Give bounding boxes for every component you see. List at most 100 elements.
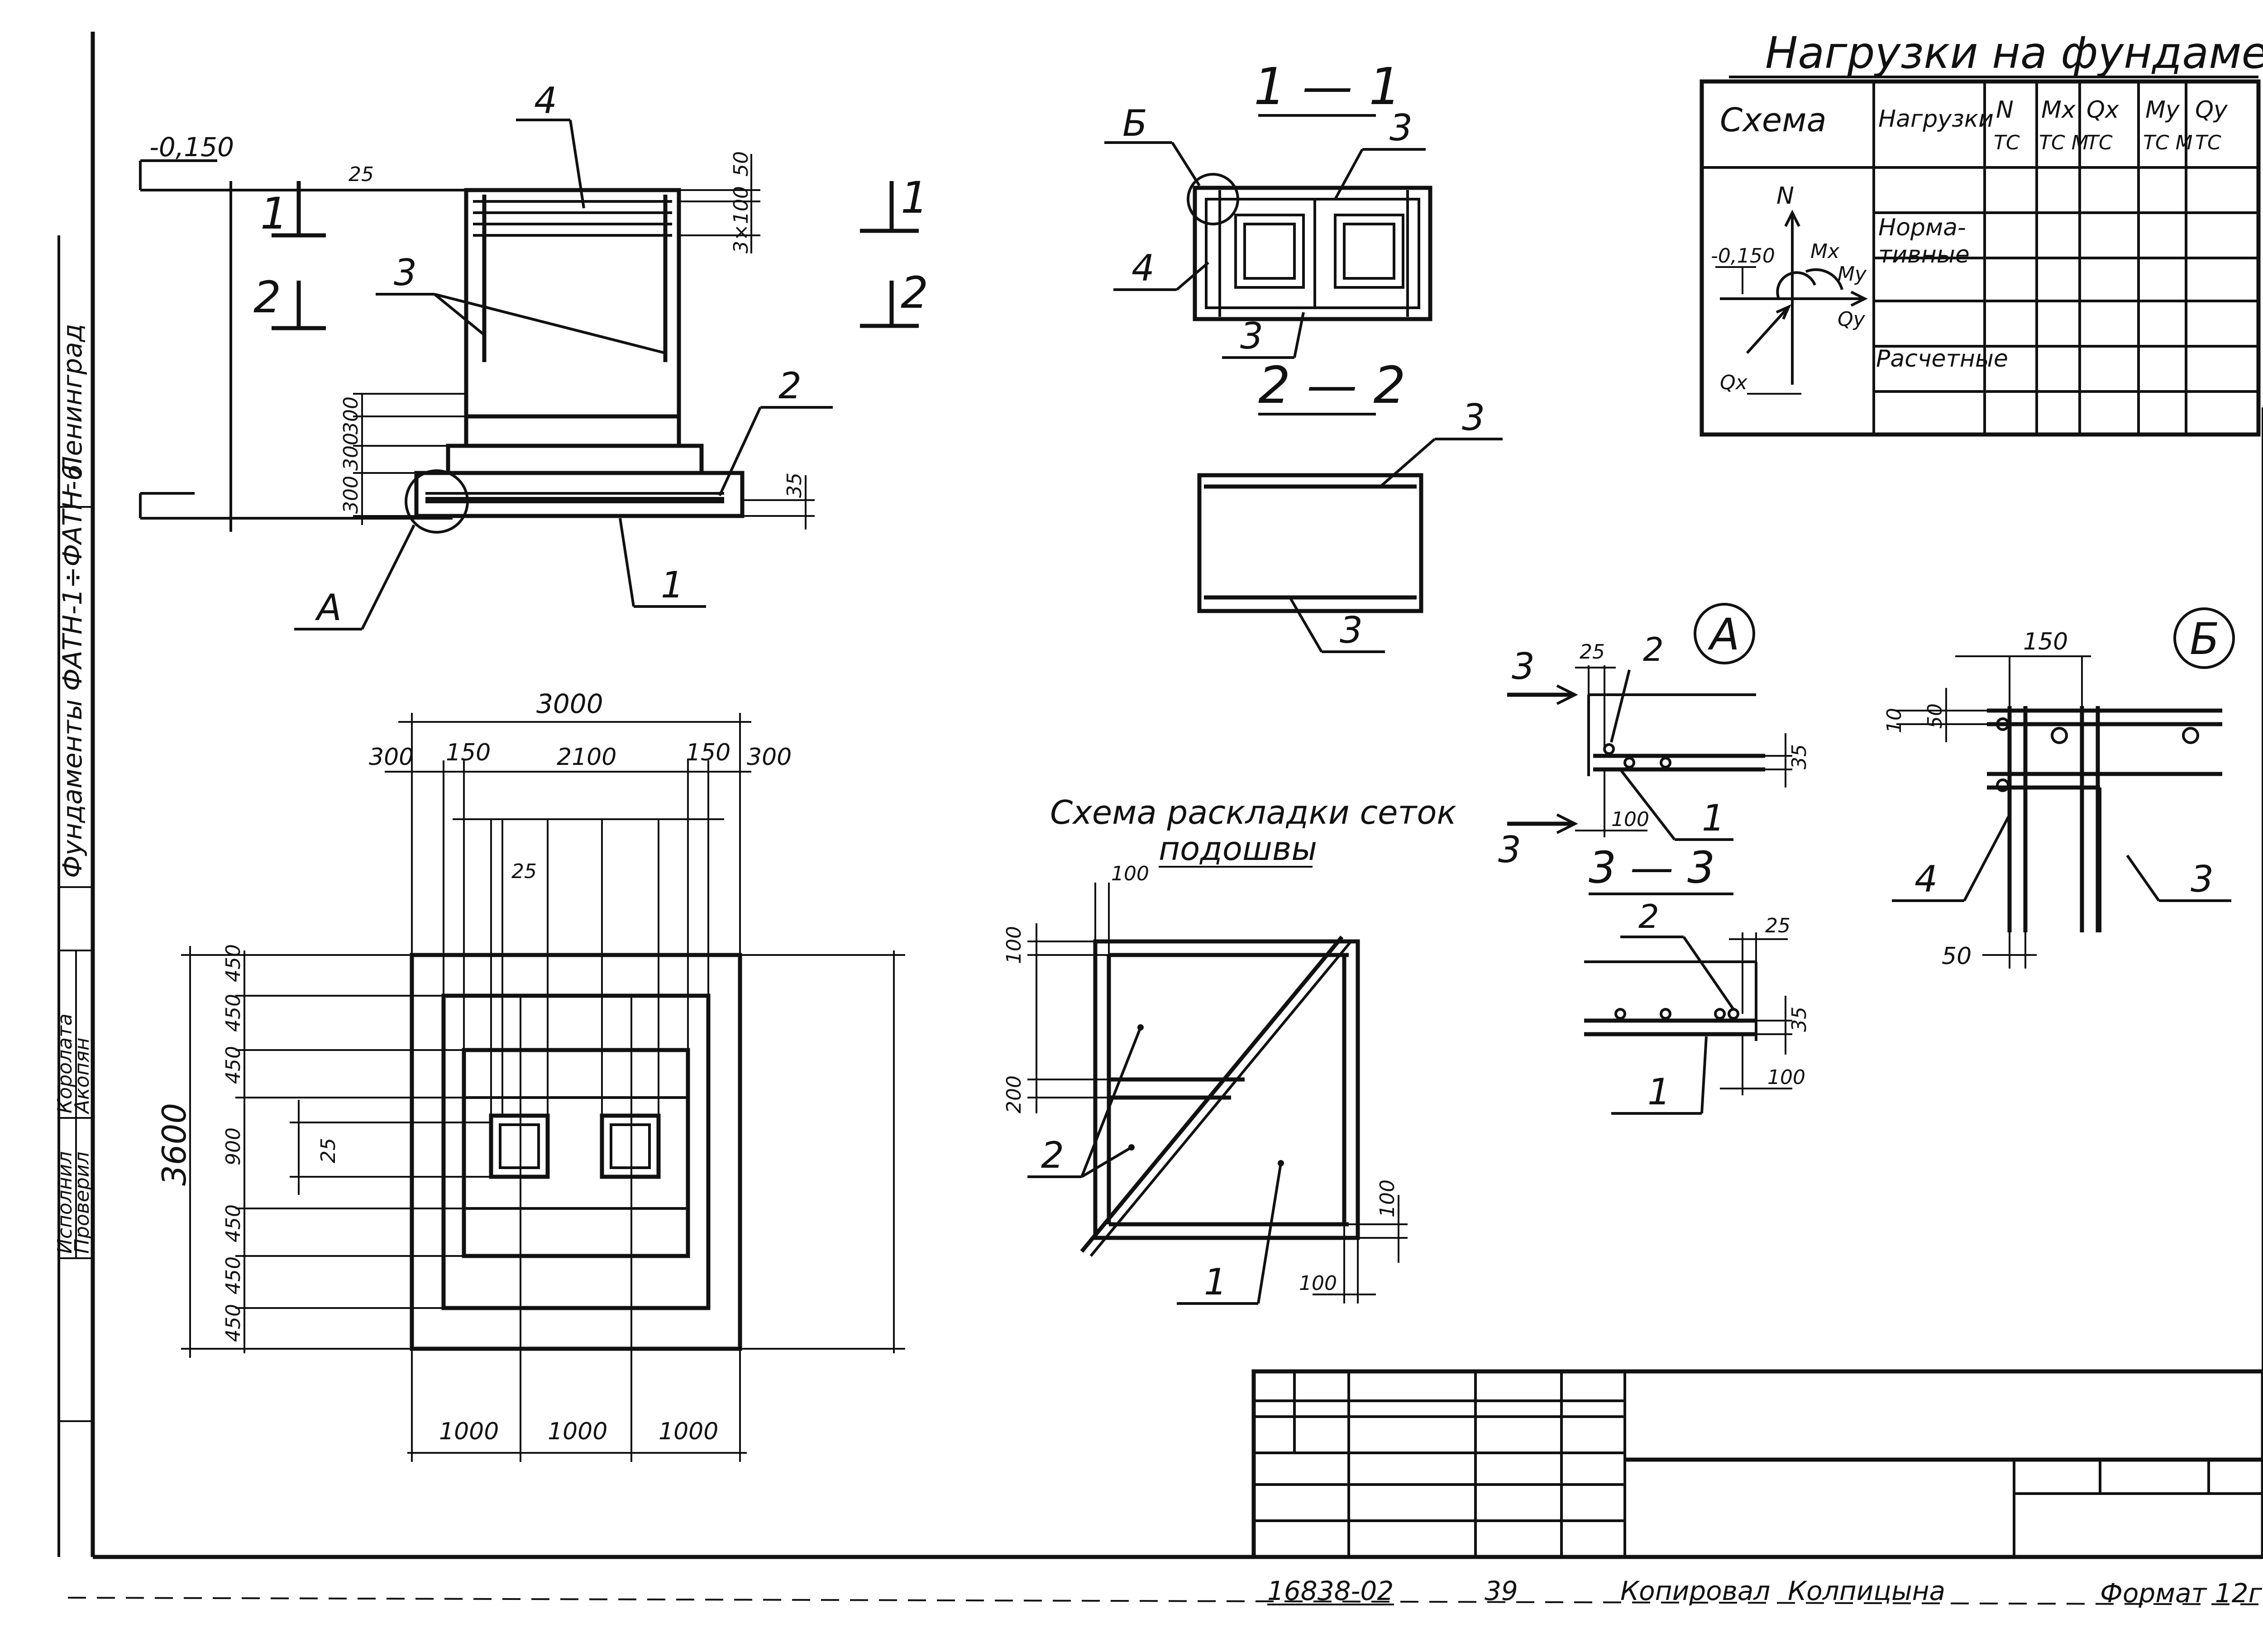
scheme-N: N	[1776, 182, 1794, 210]
label-pos-4: 4	[534, 80, 557, 122]
plan-bottom-dim-2: 1000	[659, 1418, 718, 1445]
detail-b-dim50b: 50	[1942, 943, 1972, 970]
section-1-1-label-B: Б	[1122, 102, 1147, 144]
col-name-1: Mx	[2041, 96, 2076, 124]
plan-left-dim-2: 450	[222, 1046, 245, 1084]
footer-copied-label: Копировал	[1620, 1576, 1770, 1606]
plan-view: 3000 300 150 2100 150 300 25	[155, 688, 905, 1462]
scheme-level: -0,150	[1711, 244, 1775, 267]
section-1-1-label-3a: 3	[1389, 107, 1413, 149]
loads-table: Нагрузки на фундамент Схема Нагрузки N Т…	[1700, 28, 2263, 437]
detail-b: Б 150 10 50 50 4 3	[1883, 607, 2235, 970]
dim-h300a: 300	[339, 396, 363, 434]
section-view: -0,150 300 300 300	[139, 80, 928, 630]
detail-b-dim10: 10	[1883, 708, 1906, 733]
plan-top-dim-0: 300	[369, 744, 414, 771]
section-1-1-title: 1 — 1	[1254, 57, 1401, 116]
mesh-scheme: Схема раскладки сеток подошвы 100 100 20…	[1003, 793, 1456, 1305]
label-pos-2: 2	[778, 365, 802, 407]
plan-dim25b: 25	[317, 1138, 340, 1163]
footer-format: Формат 12г	[2100, 1578, 2263, 1609]
plan-left-dim-3: 900	[222, 1127, 245, 1165]
detail-b-dim50a: 50	[1924, 703, 1947, 729]
detail-b-label-4: 4	[1914, 858, 1938, 900]
detail-a-dim35: 35	[1788, 744, 1811, 769]
mesh-title-2: подошвы	[1159, 830, 1317, 868]
detail-a-label-2: 2	[1643, 630, 1664, 668]
stamp-executor-name: Королата	[53, 1013, 76, 1113]
plan-left-dim-0: 450	[222, 944, 245, 982]
mesh-dim-left200: 200	[1003, 1075, 1026, 1113]
section-3-3-label-2: 2	[1638, 898, 1659, 936]
footer-code: 16838-02	[1267, 1576, 1394, 1606]
stamp-checker-name: Акопян	[71, 1037, 94, 1115]
scheme-Mx: Mx	[1810, 240, 1840, 263]
plan-total-height: 3600	[155, 1103, 193, 1186]
mesh-dim-left100: 100	[1003, 926, 1026, 964]
label-pos-3: 3	[394, 252, 417, 294]
cut-mark-2-left: 2	[253, 272, 281, 323]
detail-b-title: Б	[2190, 614, 2220, 664]
plan-bottom-dim-0: 1000	[439, 1418, 499, 1445]
col-name-4: Qy	[2195, 96, 2228, 124]
mesh-dim-top100: 100	[1111, 862, 1149, 885]
section-1-1: 1 — 1 Б 3 4 3	[1104, 57, 1432, 359]
col-unit-0: ТС	[1994, 131, 2020, 154]
col-unit-4: ТС	[2195, 131, 2221, 154]
scheme-Qx: Qx	[1720, 371, 1748, 394]
mesh-dim-bot100: 100	[1299, 1272, 1337, 1295]
section-2-2-title: 2 — 2	[1258, 356, 1406, 415]
label-pos-1: 1	[661, 564, 684, 606]
plan-top-dim-4: 300	[747, 744, 792, 771]
row-design: Расчетные	[1876, 345, 2008, 372]
plan-dim25a: 25	[511, 860, 537, 883]
plan-left-dim-1: 450	[222, 994, 245, 1032]
scheme-Qy: Qy	[1838, 308, 1866, 331]
section-1-1-label-3b: 3	[1240, 315, 1263, 357]
stamp-checker-role: Проверил	[71, 1151, 94, 1254]
mesh-label-2: 2	[1041, 1134, 1064, 1176]
detail-b-dim150: 150	[2023, 628, 2068, 655]
section-3-3-title: 3 — 3	[1589, 842, 1715, 893]
plan-left-dim-4: 450	[222, 1204, 245, 1242]
mesh-label-1: 1	[1204, 1261, 1227, 1303]
detail-a-title: А	[1707, 609, 1740, 660]
level-label: -0,150	[149, 132, 234, 162]
left-stamp: г Ленинград Фундаменты ФАТН-1÷ФАТН-6 Исп…	[53, 235, 94, 1557]
detail-a-label-1: 1	[1702, 797, 1725, 839]
stamp-city: г Ленинград	[57, 324, 88, 498]
footer: 16838-02 39 Копировал Колпицына Формат 1…	[1267, 1576, 2263, 1609]
col-loads: Нагрузки	[1878, 105, 1994, 133]
stamp-executor-role: Исполнил	[53, 1151, 76, 1254]
detail-a-cut3a: 3	[1512, 645, 1535, 688]
dim-top25: 25	[349, 163, 374, 186]
section-2-2-label-3b: 3	[1340, 609, 1363, 651]
plan-top-dim-1: 150	[446, 739, 491, 766]
plan-left-dim-5: 450	[222, 1256, 245, 1294]
title-block	[1251, 1369, 2263, 1559]
section-3-3-dim35: 35	[1788, 1007, 1811, 1032]
col-scheme: Схема	[1720, 101, 1827, 139]
plan-total-width: 3000	[536, 688, 603, 719]
loads-table-title: Нагрузки на фундамент	[1765, 28, 2263, 78]
mesh-title-1: Схема раскладки сеток	[1050, 793, 1456, 831]
dim-bars: 3×100	[730, 186, 753, 253]
section-1-1-label-4: 4	[1132, 247, 1155, 289]
dim-top50: 50	[730, 151, 753, 177]
detail-a: А 3 3 25 35 100 2 1	[1498, 603, 1811, 871]
cut-mark-2-right: 2	[901, 267, 928, 318]
col-unit-2: ТС	[2086, 131, 2113, 154]
cut-mark-1-left: 1	[260, 188, 288, 239]
plan-bottom-dim-1: 1000	[548, 1418, 607, 1445]
dim-h300b: 300	[339, 433, 363, 471]
detail-b-label-3: 3	[2191, 858, 2214, 900]
section-3-3-dim25: 25	[1765, 914, 1790, 937]
col-name-0: N	[1996, 96, 2014, 124]
scheme-My: My	[1838, 263, 1867, 286]
col-unit-3: ТС М	[2143, 131, 2193, 154]
footer-copier: Колпицына	[1788, 1576, 1945, 1606]
plan-top-dim-2: 2100	[557, 744, 616, 771]
section-2-2: 2 — 2 3 3	[1197, 356, 1503, 653]
col-name-3: My	[2145, 96, 2180, 124]
